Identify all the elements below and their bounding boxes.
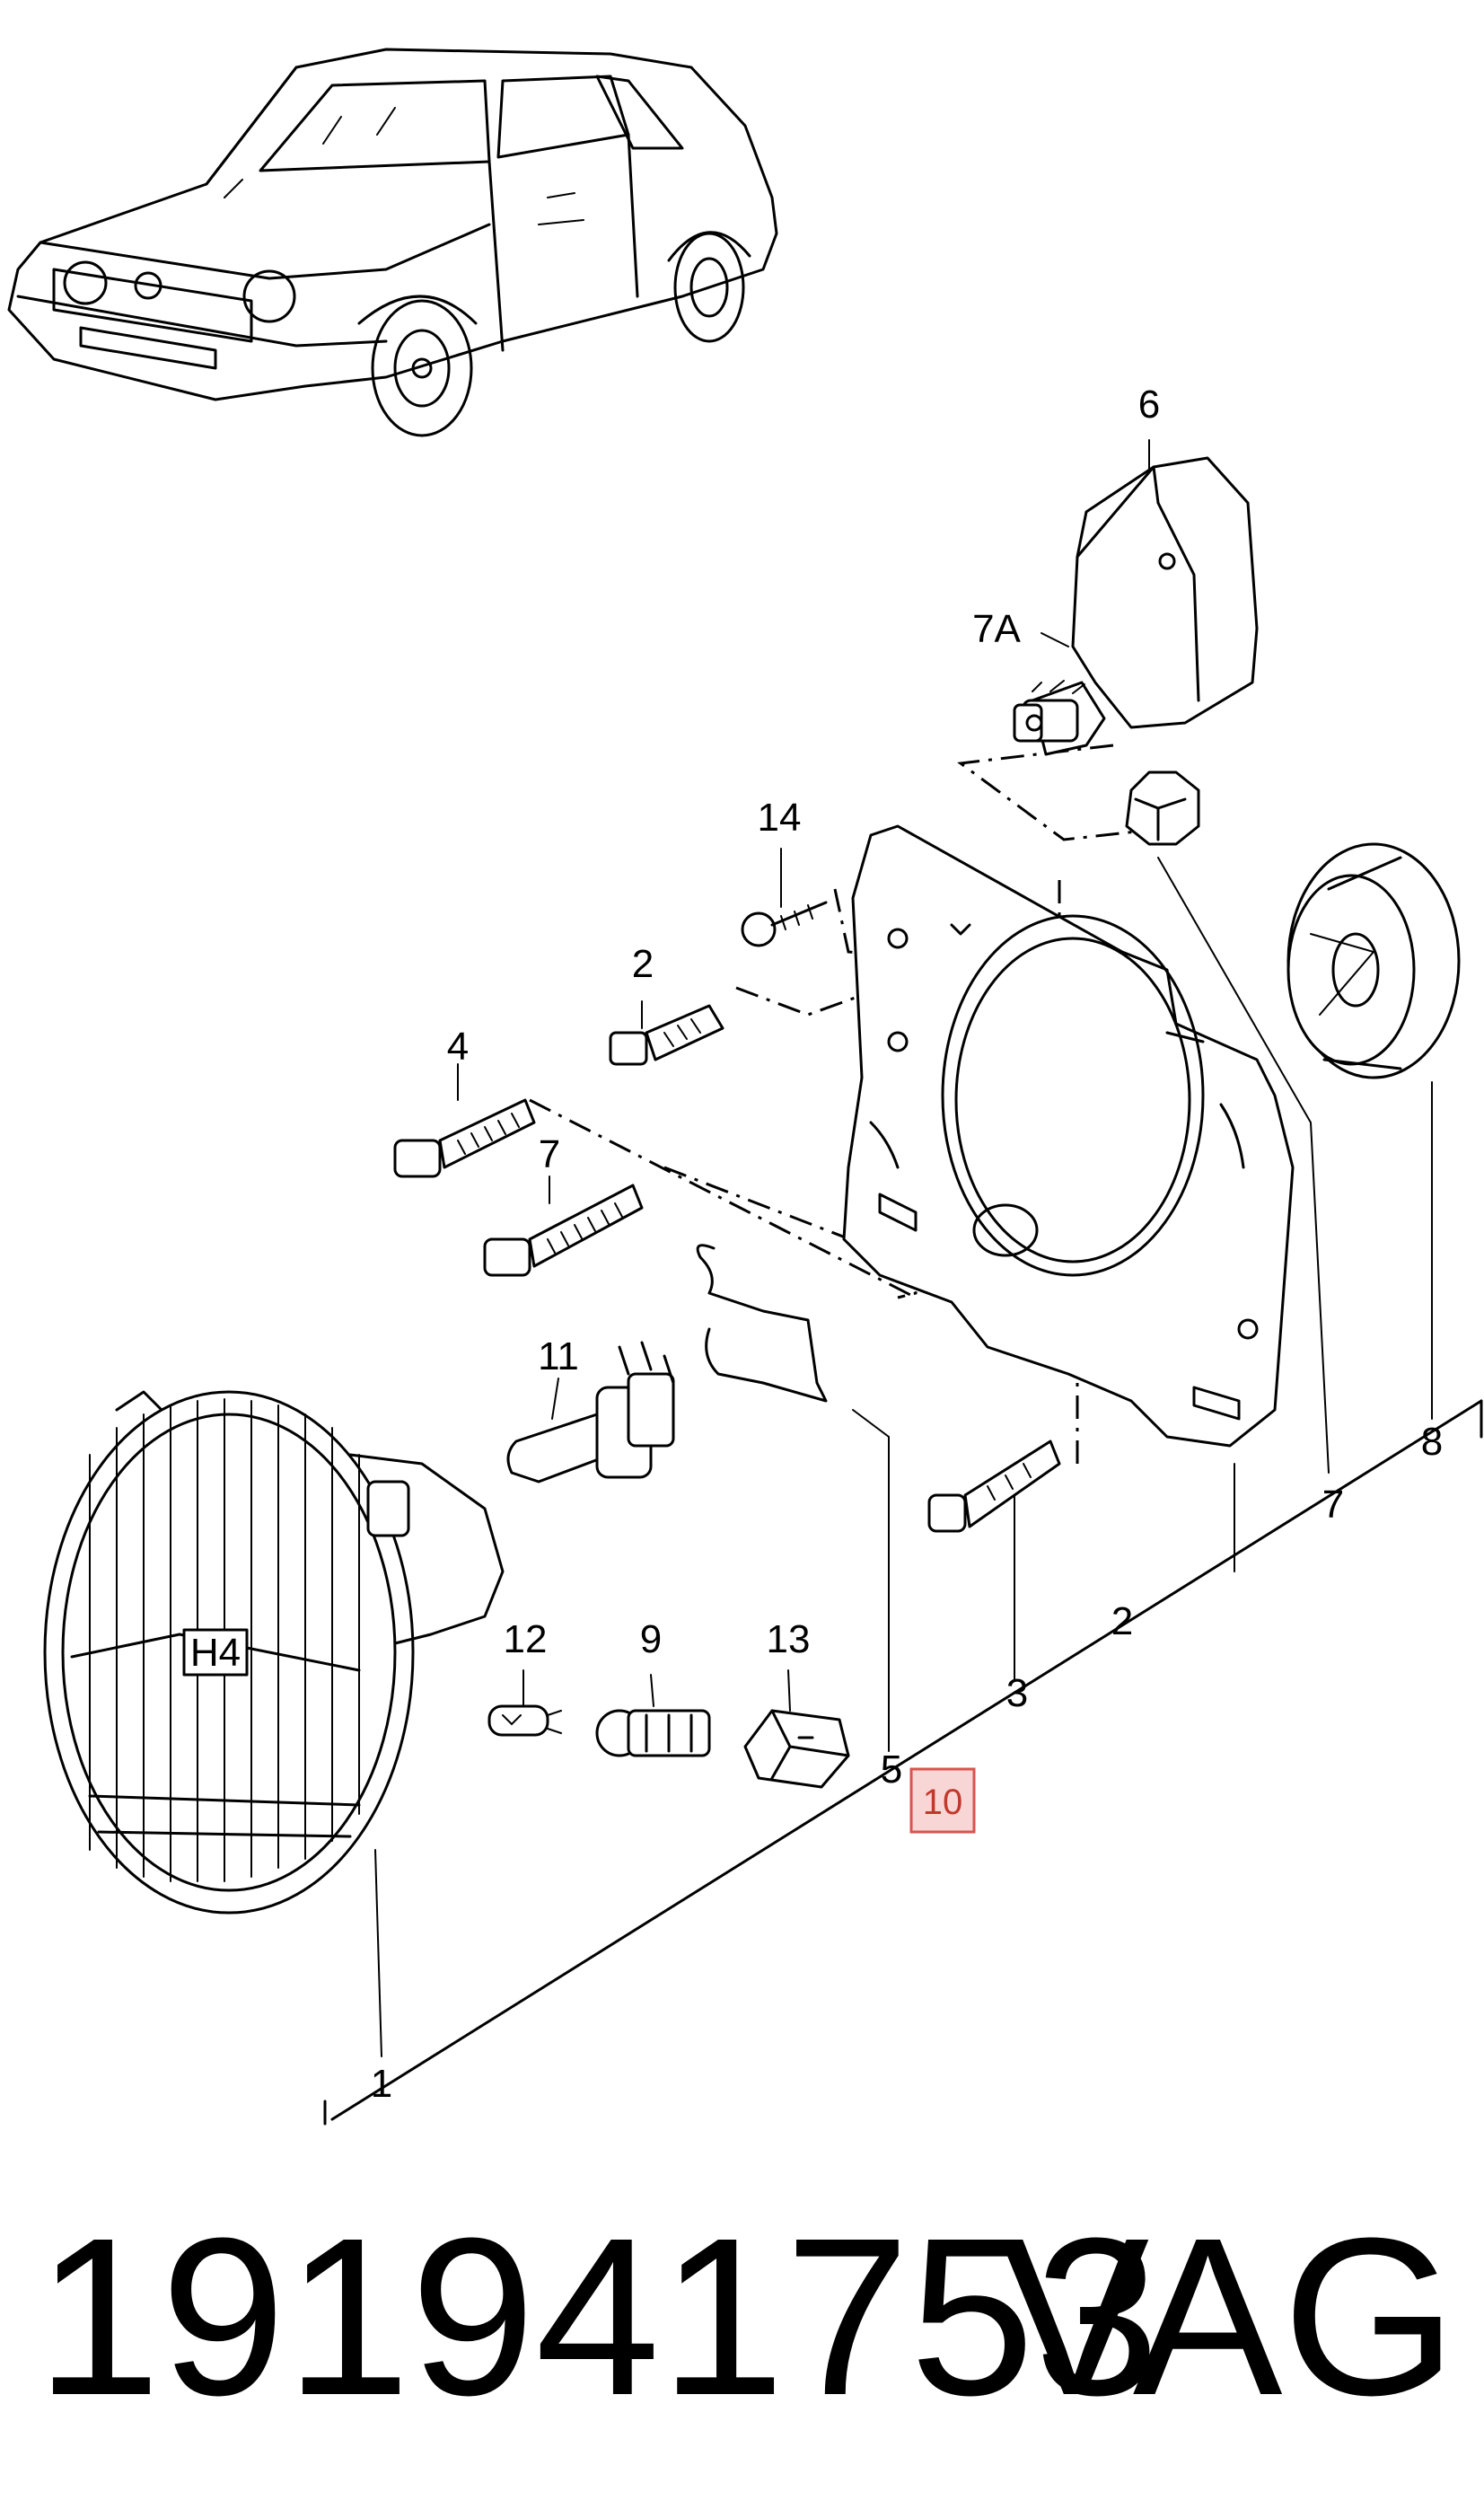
callout-2-upper: 2: [632, 942, 654, 986]
callout-7a: 7A: [972, 607, 1021, 651]
part-12-small-bulb: [487, 1704, 562, 1737]
part-5-spring-clip: [696, 1244, 828, 1403]
part-2-headlight-frame: [842, 824, 1295, 1448]
part-1-headlight-insert: H4: [43, 1390, 505, 1915]
part-14-screw: [741, 901, 828, 947]
callout-10: 10: [923, 1783, 963, 1822]
callout-5: 5: [881, 1748, 902, 1792]
part-4-adjusting-screw: [393, 1098, 536, 1178]
part-number: 191941753: [36, 2191, 1160, 2442]
part-11-h4-bulb: [506, 1341, 675, 1484]
part-13-connector: [743, 1709, 850, 1789]
callout-3: 3: [1006, 1671, 1028, 1715]
part-3-adjuster: [927, 1439, 1061, 1533]
part-7-adjusting-screw: [483, 1184, 644, 1277]
part-2-bolt: [609, 1004, 724, 1066]
leader-lines: [323, 439, 1483, 2126]
bulb-marking: H4: [190, 1631, 241, 1675]
callout-11: 11: [538, 1334, 579, 1378]
callout-13: 13: [767, 1617, 811, 1661]
callout-14: 14: [758, 796, 802, 840]
part-6-housing-cover: [1071, 456, 1259, 729]
part-7-adjusting-nut: [1125, 770, 1200, 846]
car-illustration: [7, 48, 778, 437]
callout-2-lower: 2: [1111, 1599, 1133, 1643]
callout-9: 9: [640, 1617, 662, 1661]
highlight-box-10: [909, 1767, 976, 1834]
callout-4: 4: [447, 1025, 469, 1069]
callout-7-left: 7: [539, 1132, 560, 1176]
callout-7-right: 7: [1322, 1483, 1344, 1527]
brand-label: VAG: [999, 2191, 1457, 2442]
part-8-cap: [1286, 842, 1461, 1079]
callout-8: 8: [1421, 1420, 1443, 1464]
exploded-parts-diagram: H4 6 7A 14 2 4 7 11 8 7 2 3 12 9 13 5 1 …: [7, 48, 1483, 2126]
callout-labels: 6 7A 14 2 4 7 11 8 7 2 3 12 9 13 5 1 10: [371, 383, 1443, 2106]
part-7a-socket: [1013, 680, 1106, 756]
caption-bar: 191941753 VAG: [0, 2182, 1484, 2478]
callout-6: 6: [1138, 383, 1160, 427]
part-9-bulb-holder: [595, 1709, 711, 1757]
callout-1: 1: [371, 2062, 392, 2106]
callout-12: 12: [504, 1617, 548, 1661]
